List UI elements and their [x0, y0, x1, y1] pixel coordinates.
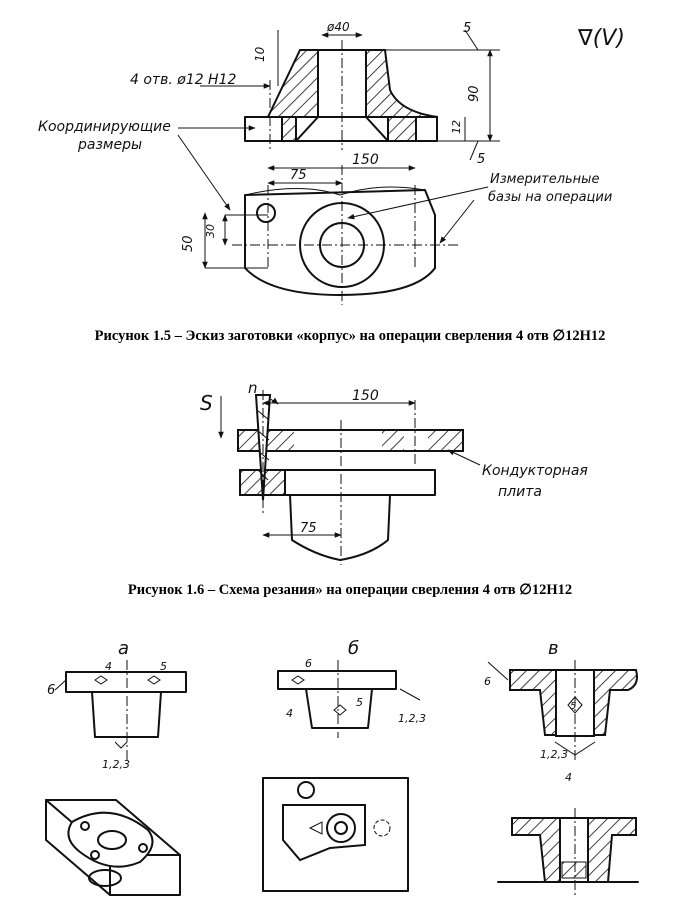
roughness-mark: ∇(V)	[577, 26, 625, 51]
scheme-v-n6: 6	[484, 675, 491, 688]
scheme-v-n123: 1,2,3	[540, 748, 568, 761]
plan-dim75: 75	[290, 168, 307, 183]
scheme-a-n5: 5	[160, 660, 167, 673]
figure-1-5-caption: Рисунок 1.5 – Эскиз заготовки «корпус» н…	[94, 328, 606, 344]
fig15-section-view	[244, 40, 500, 150]
scheme-a-elevation: а 6 4 5 1,2,3	[47, 638, 187, 771]
dim12-label: 12	[450, 120, 463, 134]
fig15-labels: Координирующие размеры Измерительные баз…	[38, 119, 612, 244]
figure-1-6-caption: Рисунок 1.6 – Схема резания» на операции…	[127, 582, 573, 598]
fig16-drawing: S n 150 75 Кондукторная плита	[200, 379, 588, 565]
scheme-b-title: б	[348, 638, 359, 659]
scheme-a-iso	[45, 799, 181, 896]
meas-label-line2: базы на операции	[488, 190, 612, 205]
scheme-a-n6: 6	[47, 683, 55, 698]
fig15-dimensions-plan: 150 75 50 30	[181, 152, 416, 269]
scheme-a-n123: 1,2,3	[102, 758, 130, 771]
plate-label-line2: плита	[498, 484, 542, 500]
meas-label-line1: Измерительные	[490, 172, 599, 187]
holes-callout: 4 отв. ø12 H12	[130, 72, 236, 88]
scheme-v-n4: 4	[565, 771, 572, 784]
scheme-b-plan	[262, 777, 409, 892]
scheme-b-n4: 4	[286, 707, 293, 720]
dim10-label: 10	[253, 46, 267, 62]
scheme-v-section	[497, 808, 639, 895]
fig15-plan-view	[205, 165, 460, 305]
scheme-a-title: а	[118, 638, 129, 659]
plan-dim150: 150	[352, 152, 379, 168]
plate-label-line1: Кондукторная	[482, 463, 588, 479]
rpm-label: n	[248, 379, 258, 397]
fig16-dim150: 150	[352, 388, 379, 404]
base5-bottom: 5	[477, 152, 485, 167]
feed-label: S	[200, 391, 213, 415]
scheme-v-n5: 5	[570, 701, 576, 712]
scheme-b-n6: 6	[305, 657, 312, 670]
scheme-b-elevation: б 6 4 5 1,2,3	[277, 638, 426, 738]
plan-dim30: 30	[204, 224, 217, 238]
plan-dim50: 50	[181, 235, 196, 252]
scheme-v-title: в	[548, 638, 559, 659]
scheme-b-n5: 5	[356, 696, 363, 709]
scheme-b-n123: 1,2,3	[398, 712, 426, 725]
fig16-dim75: 75	[300, 521, 317, 536]
scheme-v-elevation: в 6 5 1,2,3 4	[484, 638, 638, 784]
dia40-label: ø40	[326, 20, 350, 34]
dim90-label: 90	[467, 85, 482, 102]
fig15-dimensions-top: ø40 10 4 отв. ø12 H12 90 12 5 5 ∇(V)	[130, 20, 625, 167]
scheme-a-n4: 4	[105, 660, 112, 673]
coord-label-line2: размеры	[77, 137, 142, 153]
base5-top: 5	[463, 21, 471, 36]
coord-label-line1: Координирующие	[38, 119, 171, 135]
